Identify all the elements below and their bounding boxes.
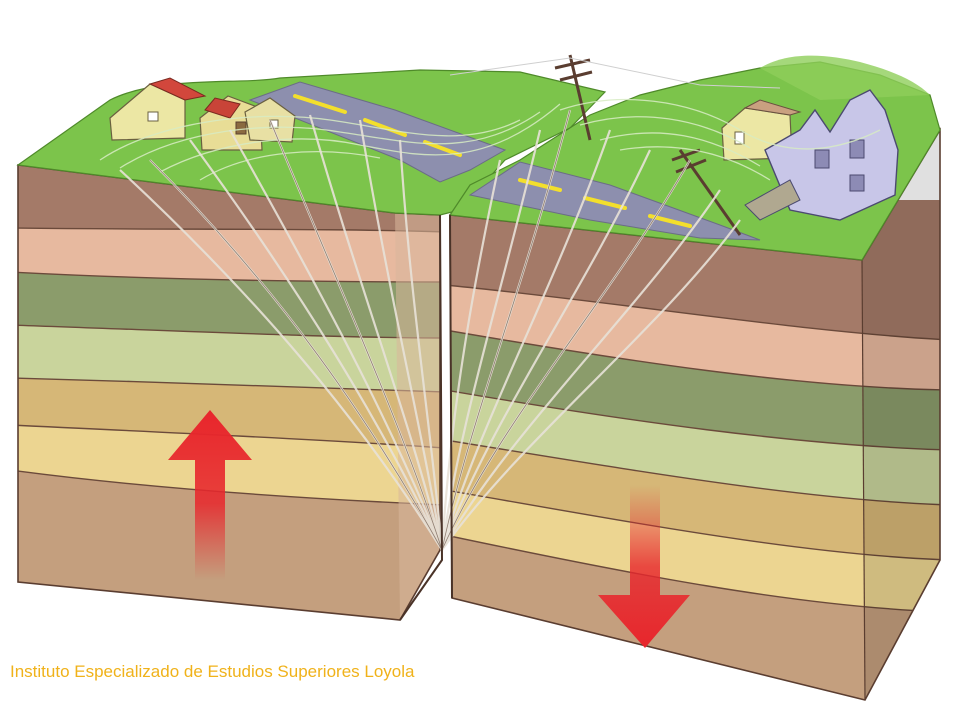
house-icon xyxy=(199,95,263,151)
uplift-arrow-icon xyxy=(168,410,252,580)
right-fault-block xyxy=(448,54,941,701)
left-fault-block xyxy=(16,69,607,621)
house-icon xyxy=(109,77,207,141)
utility-pole-icon xyxy=(671,148,742,236)
subsidence-arrow-icon xyxy=(598,485,690,648)
institution-caption: Instituto Especializado de Estudios Supe… xyxy=(10,662,415,681)
fault-line xyxy=(399,214,453,621)
ruined-building-icon xyxy=(744,89,899,221)
left-road xyxy=(248,81,507,183)
